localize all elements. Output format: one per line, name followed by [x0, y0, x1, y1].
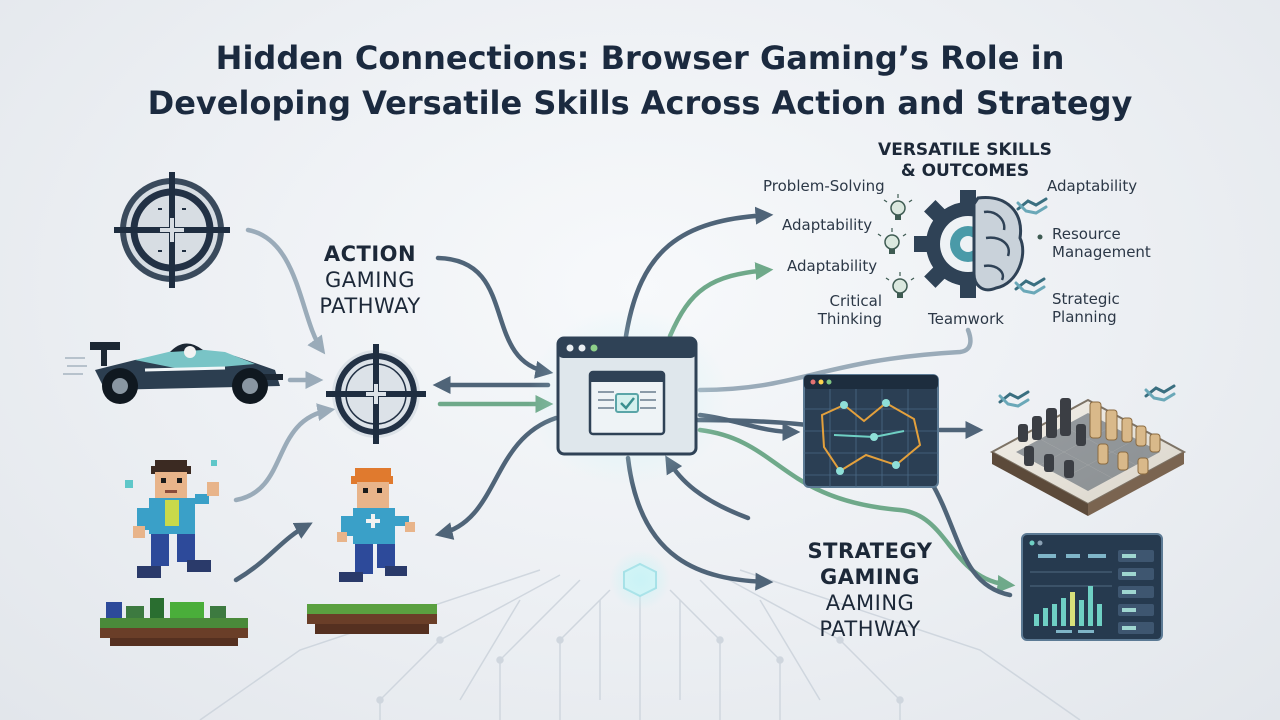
browser-window-icon	[528, 308, 728, 488]
page-title: Hidden Connections: Browser Gaming’s Rol…	[0, 36, 1280, 126]
strategy-pathway-line-1: STRATEGY	[807, 539, 933, 563]
arrow-browser-to-strategy	[625, 455, 774, 591]
skill-strategic-line-2: Planning	[1052, 308, 1117, 326]
arrow-browser-to-dashboard-green	[697, 427, 1016, 593]
skill-resource-line-1: Resource	[1052, 225, 1121, 243]
handshake-icon	[1016, 197, 1048, 215]
strategy-pathway-line-2: GAMING	[819, 565, 920, 589]
pixel-platform-icon	[307, 604, 437, 634]
skill-critical-thinking: Critical Thinking	[812, 292, 882, 328]
action-pathway-line-3: PATHWAY	[319, 294, 421, 318]
crosshair-icon	[114, 172, 230, 288]
arrow-crosshair-to-crosshair	[245, 227, 326, 355]
handshake-icon	[1144, 384, 1176, 402]
pixel-character-icon	[125, 460, 219, 578]
skill-adaptability: Adaptability	[1047, 177, 1138, 195]
skill-critical-thinking-line-1: Critical	[829, 292, 882, 310]
action-pathway-line-2: GAMING	[325, 268, 415, 292]
handshake-icon	[1014, 277, 1046, 295]
action-pathway-label: ACTION GAMING PATHWAY	[305, 241, 435, 319]
skills-heading-line-2: & OUTCOMES	[900, 161, 1030, 181]
lightbulb-icon	[885, 272, 915, 298]
arrow-action-to-browser	[435, 255, 554, 379]
skill-strategic-line-1: Strategic	[1052, 290, 1120, 308]
strategy-pathway-line-4: PATHWAY	[819, 617, 921, 641]
arrow-character-to-crosshair	[233, 403, 336, 503]
skill-problem-solving: Problem-Solving	[763, 177, 885, 195]
strategy-pathway-line-3: AAMING	[825, 591, 915, 615]
analytics-dashboard-icon	[1021, 533, 1163, 641]
strategy-pathway-label: STRATEGY GAMING AAMING PATHWAY	[790, 538, 950, 642]
race-car-icon	[63, 342, 283, 404]
skill-strategic-planning: Strategic Planning	[1052, 290, 1120, 326]
skill-resource-line-2: Management	[1052, 243, 1151, 261]
title-line-1: Hidden Connections: Browser Gaming’s Rol…	[215, 39, 1065, 77]
handshake-icon	[998, 390, 1030, 408]
arrow-browser-to-skills	[623, 206, 774, 339]
pixel-platform-icon	[100, 598, 248, 646]
skills-heading: VERSATILE SKILLS & OUTCOMES	[860, 140, 1070, 182]
pixel-character-icon	[337, 468, 415, 582]
skill-adaptability: Adaptability	[787, 257, 878, 275]
skill-critical-thinking-line-2: Thinking	[817, 310, 882, 328]
hexagon-node-icon	[610, 550, 670, 610]
lightbulb-icon	[877, 228, 907, 254]
title-line-2: Developing Versatile Skills Across Actio…	[147, 84, 1133, 122]
strategy-map-icon	[803, 374, 939, 488]
chess-board-icon	[989, 398, 1187, 516]
action-pathway-line-1: ACTION	[323, 242, 417, 266]
skills-heading-line-1: VERSATILE SKILLS	[878, 140, 1052, 160]
skill-teamwork: Teamwork	[928, 310, 1004, 328]
skill-resource-management: Resource Management	[1052, 225, 1151, 261]
arrow-platform-to-runner	[233, 522, 313, 583]
skill-adaptability: Adaptability	[782, 216, 873, 234]
lightbulb-icon	[883, 194, 913, 220]
gear-brain-icon	[914, 190, 1025, 298]
circuit-background	[199, 569, 1081, 720]
arrow-browser-to-teamwork	[697, 327, 973, 393]
crosshair-icon	[326, 344, 426, 444]
chess-pieces	[1018, 398, 1161, 478]
